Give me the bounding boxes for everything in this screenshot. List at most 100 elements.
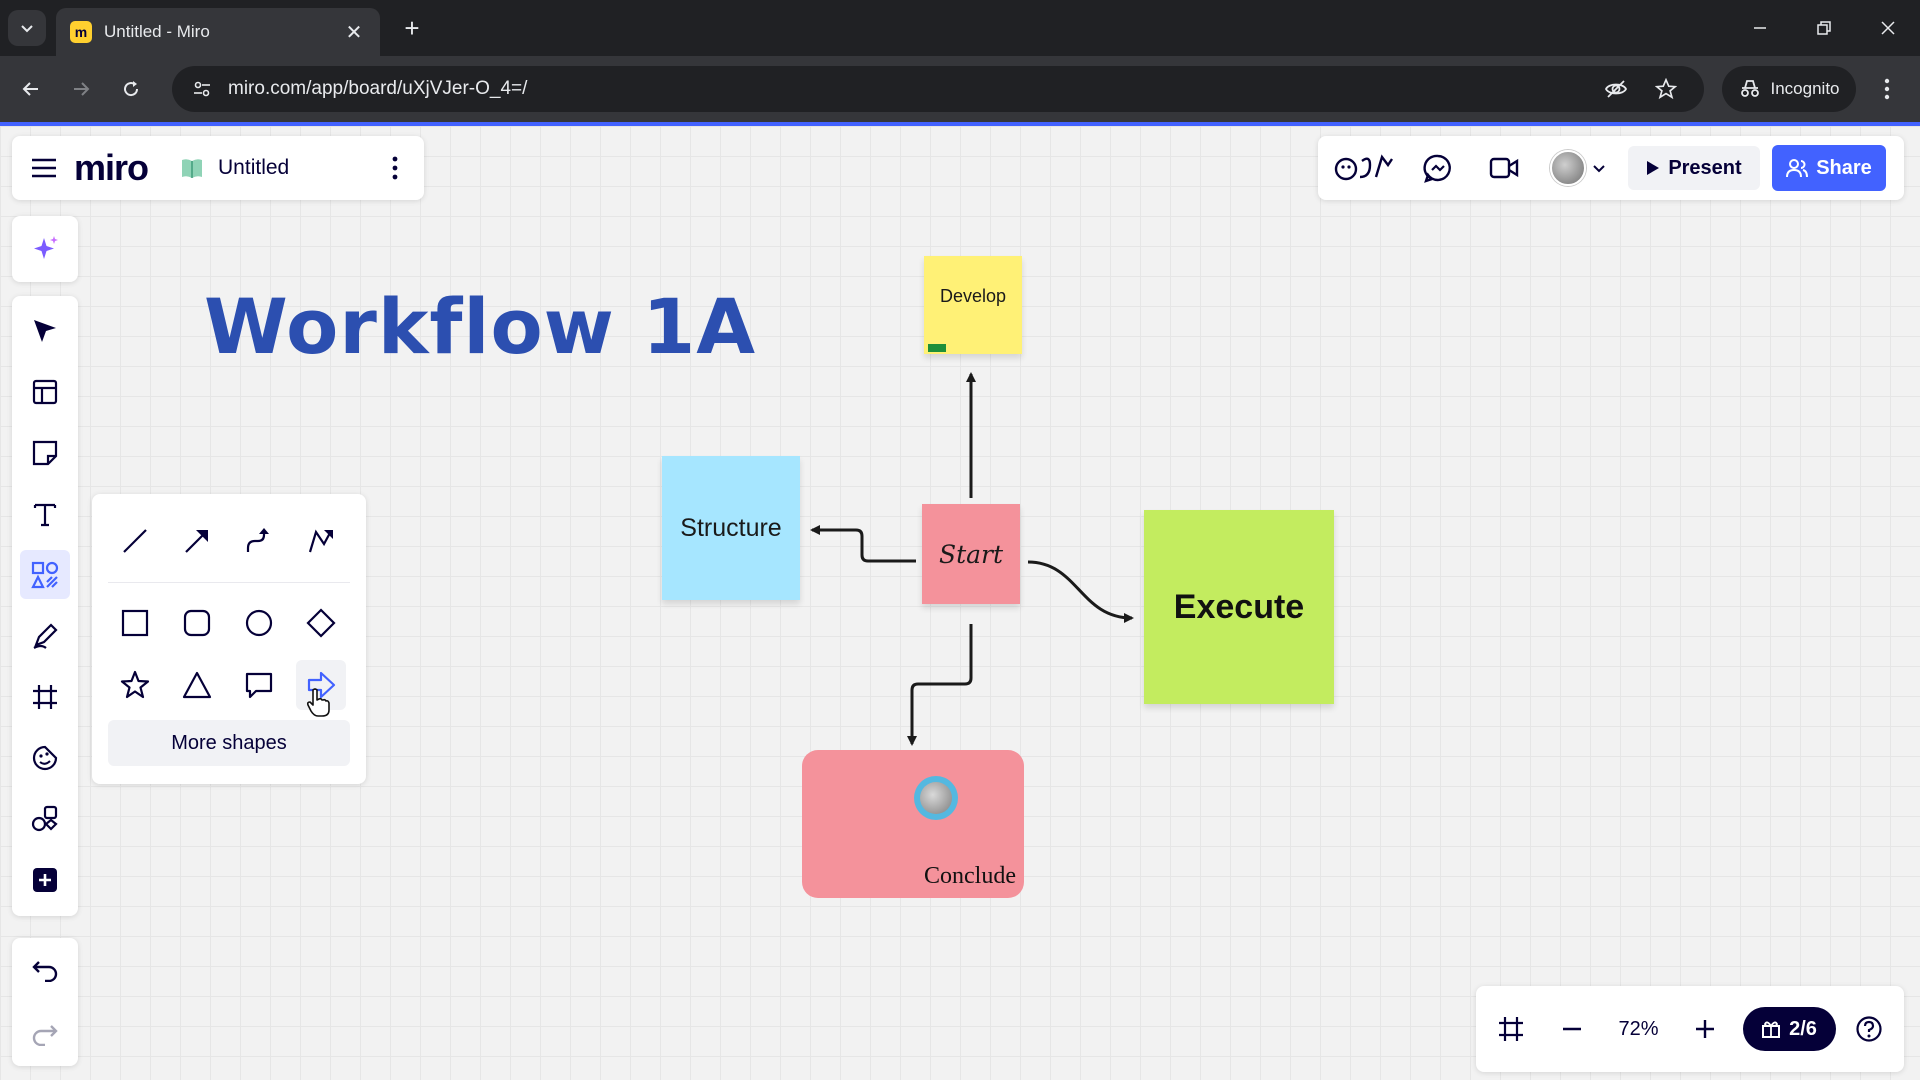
star-outline-icon bbox=[1655, 78, 1677, 100]
forward-button[interactable] bbox=[62, 70, 100, 108]
connector-start-execute[interactable] bbox=[1027, 560, 1134, 623]
bookmark-button[interactable] bbox=[1648, 71, 1684, 107]
url-text: miro.com/app/board/uXjVJer-O_4=/ bbox=[228, 78, 528, 99]
tool-more[interactable] bbox=[20, 855, 70, 904]
tool-select[interactable] bbox=[20, 306, 70, 355]
sticky-note-develop[interactable]: Develop bbox=[924, 256, 1022, 354]
video-call-button[interactable] bbox=[1474, 146, 1534, 190]
incognito-badge[interactable]: Incognito bbox=[1722, 66, 1856, 112]
minus-icon bbox=[1562, 1027, 1581, 1031]
shape-option-circle[interactable] bbox=[234, 598, 284, 648]
kebab-menu-icon bbox=[1884, 78, 1890, 100]
connector-start-conclude[interactable] bbox=[907, 624, 973, 746]
ai-assist-button[interactable] bbox=[12, 216, 78, 282]
sticky-note-execute[interactable]: Execute bbox=[1144, 510, 1334, 704]
board-options-button[interactable] bbox=[380, 150, 410, 186]
select-arrow-icon bbox=[34, 319, 56, 342]
tool-templates[interactable] bbox=[20, 367, 70, 416]
shape-option-speech-bubble[interactable] bbox=[234, 660, 284, 710]
board-header: miro Untitled bbox=[12, 136, 424, 200]
tool-frame[interactable] bbox=[20, 672, 70, 721]
shape-option-rectangle[interactable] bbox=[110, 598, 160, 648]
present-button[interactable]: Present bbox=[1628, 146, 1760, 190]
back-button[interactable] bbox=[12, 70, 50, 108]
block-arrow-icon bbox=[307, 671, 336, 699]
minimize-button[interactable] bbox=[1728, 0, 1792, 56]
fit-to-screen-button[interactable] bbox=[1488, 1005, 1534, 1053]
forward-arrow-icon bbox=[74, 82, 90, 96]
collaboration-toolbar: Present Share bbox=[1318, 136, 1904, 200]
pages-button[interactable]: 2/6 bbox=[1742, 1007, 1836, 1051]
sticky-note-start[interactable]: Start bbox=[922, 504, 1020, 604]
miro-logo[interactable]: miro bbox=[74, 147, 149, 188]
stickers-icon bbox=[32, 745, 58, 770]
tool-apps[interactable] bbox=[20, 794, 70, 843]
reload-button[interactable] bbox=[112, 70, 150, 108]
undo-icon bbox=[32, 961, 58, 982]
reactions-icon bbox=[1334, 154, 1393, 181]
comments-button[interactable] bbox=[1408, 146, 1468, 190]
collaborator-avatar[interactable] bbox=[914, 776, 958, 820]
tab-search-button[interactable] bbox=[8, 10, 46, 46]
share-button[interactable]: Share bbox=[1772, 145, 1886, 191]
kebab-menu-icon bbox=[392, 156, 398, 180]
zoom-level[interactable]: 72% bbox=[1618, 1017, 1659, 1040]
avatar-image bbox=[920, 782, 952, 814]
play-icon bbox=[1647, 161, 1660, 175]
main-menu-button[interactable] bbox=[26, 150, 62, 186]
connector-start-structure[interactable] bbox=[810, 525, 916, 563]
sticky-note-text: Structure bbox=[680, 513, 782, 542]
shape-option-triangle[interactable] bbox=[172, 660, 222, 710]
shape-option-curved-arrow[interactable] bbox=[296, 516, 346, 566]
users-icon bbox=[1786, 159, 1809, 178]
shape-conclude[interactable]: Conclude bbox=[802, 750, 1024, 898]
close-icon bbox=[1881, 21, 1895, 35]
site-settings-icon[interactable] bbox=[192, 79, 212, 99]
shape-option-rounded-rectangle[interactable] bbox=[172, 598, 222, 648]
present-label: Present bbox=[1668, 156, 1742, 179]
help-button[interactable] bbox=[1846, 1005, 1892, 1053]
sticky-note-structure[interactable]: Structure bbox=[662, 456, 800, 600]
browser-tab[interactable]: m Untitled - Miro ✕ bbox=[56, 8, 380, 56]
tracking-protection-button[interactable] bbox=[1598, 71, 1634, 107]
tool-sticky-note[interactable] bbox=[20, 428, 70, 477]
shape-text: Conclude bbox=[924, 863, 1016, 889]
templates-icon bbox=[32, 379, 58, 404]
reload-icon bbox=[124, 81, 139, 97]
shape-option-elbow-connector[interactable] bbox=[234, 516, 284, 566]
tool-stickers[interactable] bbox=[20, 733, 70, 782]
restore-icon bbox=[1817, 21, 1831, 35]
gift-icon bbox=[1762, 1021, 1781, 1038]
address-bar[interactable]: miro.com/app/board/uXjVJer-O_4=/ bbox=[172, 66, 1704, 112]
zoom-out-button[interactable] bbox=[1548, 1005, 1594, 1053]
zoom-in-button[interactable] bbox=[1682, 1005, 1728, 1053]
more-shapes-button[interactable]: More shapes bbox=[108, 720, 350, 766]
shape-option-arrow[interactable] bbox=[172, 516, 222, 566]
close-tab-button[interactable]: ✕ bbox=[345, 21, 363, 44]
shape-option-diamond[interactable] bbox=[296, 598, 346, 648]
new-tab-button[interactable]: + bbox=[404, 12, 420, 43]
shape-option-line[interactable] bbox=[110, 516, 160, 566]
sticky-note-text: Start bbox=[938, 539, 1004, 569]
user-avatar bbox=[1550, 150, 1586, 186]
share-label: Share bbox=[1816, 156, 1872, 179]
board-title-text[interactable]: Workflow 1A bbox=[204, 282, 757, 371]
miro-favicon-icon: m bbox=[70, 21, 92, 43]
elbow-line-icon bbox=[246, 528, 269, 552]
browser-menu-button[interactable] bbox=[1868, 70, 1906, 108]
plus-icon bbox=[1696, 1020, 1715, 1038]
tool-pen[interactable] bbox=[20, 611, 70, 660]
tool-text[interactable] bbox=[20, 489, 70, 538]
tool-shapes[interactable] bbox=[20, 550, 70, 599]
page-load-accent bbox=[0, 122, 1920, 126]
video-camera-icon bbox=[1489, 157, 1519, 179]
restore-button[interactable] bbox=[1792, 0, 1856, 56]
board-canvas[interactable]: Workflow 1A Develop Structure Start Exec… bbox=[0, 126, 1920, 1080]
shape-option-star[interactable] bbox=[110, 660, 160, 710]
undo-button[interactable] bbox=[20, 945, 70, 995]
reactions-button[interactable] bbox=[1326, 146, 1402, 190]
close-window-button[interactable] bbox=[1856, 0, 1920, 56]
redo-button[interactable] bbox=[20, 1009, 70, 1059]
collaborators-dropdown[interactable] bbox=[1540, 146, 1616, 190]
board-name[interactable]: Untitled bbox=[218, 156, 290, 179]
